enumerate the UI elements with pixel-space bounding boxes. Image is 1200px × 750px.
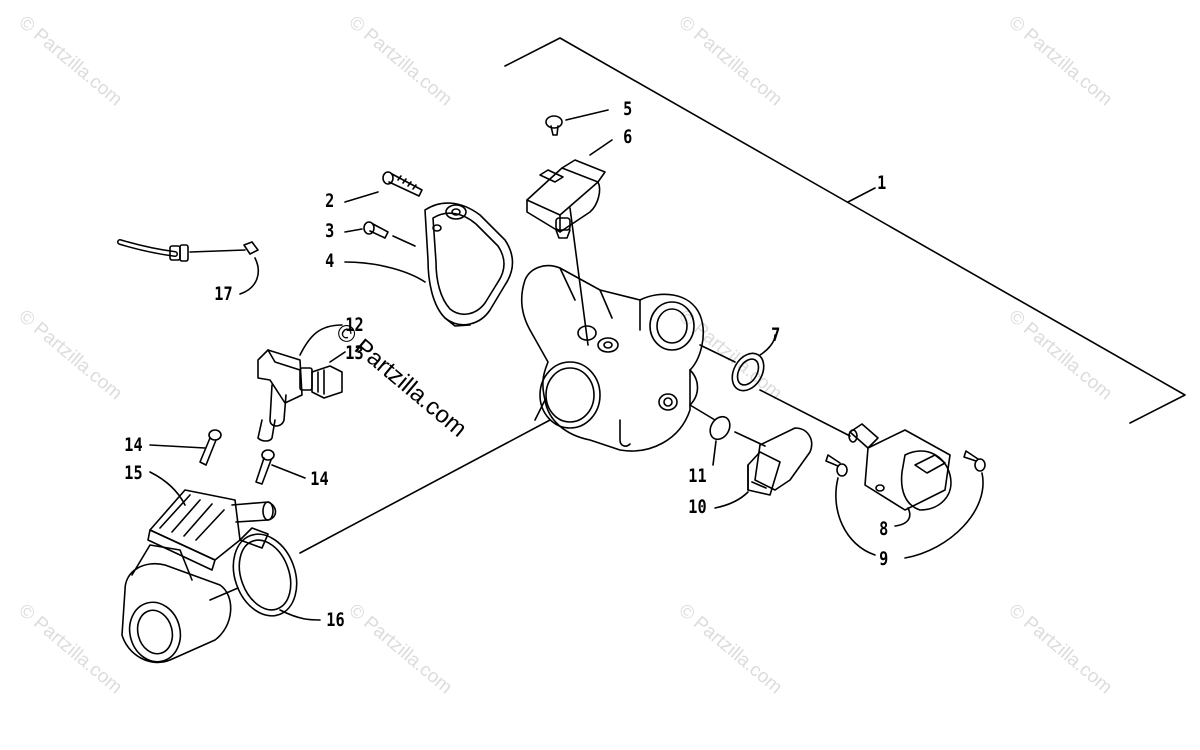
leader-line [712,440,717,466]
sensor-10 [747,427,813,496]
leader-line [689,404,716,421]
leader-line [344,228,363,233]
leader-line [149,444,206,449]
screw-9b [963,450,986,472]
callout-2: 2 [325,190,335,212]
callout-4: 4 [325,250,335,272]
leader-line [835,477,876,556]
callout-11: 11 [688,465,707,487]
leader-line [904,472,984,559]
hose-clamp-16 [232,527,298,617]
o-ring-7 [731,352,765,392]
leader-line [569,207,589,346]
screw-2 [382,171,423,197]
callout-17: 17 [214,283,233,305]
leader-line [759,389,851,437]
leader-line [589,139,613,156]
screw-3 [363,221,389,239]
assembly-bracket [504,37,1186,424]
o-ring-11 [709,415,731,441]
screw-5 [545,115,563,136]
leader-line [329,351,346,363]
callout-6: 6 [623,126,633,148]
callout-14b: 14 [310,468,329,490]
leader-line [565,109,609,121]
intake-boot-15 [121,489,277,664]
callout-15: 15 [124,462,143,484]
callout-16: 16 [326,609,345,631]
callout-13: 13 [345,342,364,364]
connector-13 [311,365,343,399]
callout-5: 5 [623,98,633,120]
leader-line [847,187,876,203]
leader-line [344,191,379,203]
callout-7: 7 [771,324,781,346]
leader-line [149,471,186,506]
leader-line [392,235,416,247]
leader-line [759,334,776,356]
bolt-14a [199,429,222,466]
leader-line [299,324,343,356]
leader-line [714,491,749,509]
throttle-cable [117,239,259,262]
leader-line [239,257,259,295]
throttle-body [520,264,705,452]
callout-12: 12 [345,314,364,336]
leader-line [279,609,321,621]
callout-3: 3 [325,220,335,242]
throttle-cover [424,202,514,327]
idle-valve-8 [848,423,952,511]
leader-line [699,344,736,363]
callout-10: 10 [688,496,707,518]
bolt-14b [255,449,275,485]
leader-line [894,507,911,527]
callout-9: 9 [879,548,889,570]
map-sensor-12 [257,349,313,442]
leader-line [209,587,239,601]
sensor-6 [526,159,606,239]
callout-1: 1 [877,172,887,194]
callout-8: 8 [879,518,889,540]
screw-9a [825,454,848,477]
callout-14a: 14 [124,434,143,456]
leader-line [299,419,551,554]
leader-line [344,261,426,283]
leader-line [734,431,766,447]
leader-line [271,464,306,479]
